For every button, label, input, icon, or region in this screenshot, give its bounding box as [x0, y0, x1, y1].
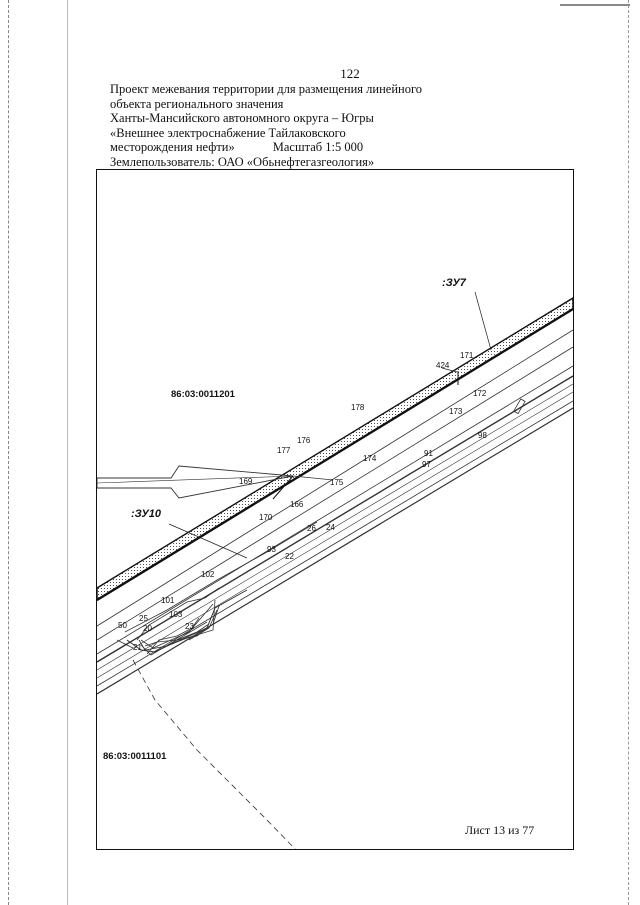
point-175: 175 [330, 478, 344, 487]
point-98: 98 [478, 431, 487, 440]
point-170: 170 [259, 513, 273, 522]
project-object: месторождения нефти» [110, 140, 235, 154]
point-178: 178 [351, 403, 365, 412]
access-wedge-axis [97, 475, 294, 484]
survey-map: 86:03:0011201 86:03:0011101 :ЗУ7 :ЗУ10 1… [97, 277, 573, 849]
point-171: 171 [460, 351, 474, 360]
boundary-line-lower [97, 307, 573, 602]
point-101: 101 [161, 596, 175, 605]
point-177: 177 [277, 446, 291, 455]
document-header: Проект межевания территории для размещен… [110, 82, 440, 169]
point-20: 20 [143, 624, 152, 633]
point-176: 176 [297, 436, 311, 445]
right-of-way-strip [97, 297, 573, 601]
road-corridor [97, 329, 573, 695]
point-102: 102 [201, 570, 215, 579]
zone-label-zu7: :ЗУ7 [442, 277, 467, 289]
header-line-3: Ханты-Мансийского автономного округа – Ю… [110, 111, 374, 125]
point-91: 91 [424, 449, 433, 458]
lot-boundary-166 [272, 475, 294, 500]
point-24: 24 [326, 523, 335, 532]
point-21: 21 [133, 643, 142, 652]
left-binding-line [67, 0, 68, 905]
header-line-4: «Внешнее электроснабжение Тайлаковского [110, 125, 346, 140]
point-50: 50 [118, 621, 127, 630]
point-424: 424 [436, 361, 450, 370]
point-26: 26 [307, 524, 316, 533]
point-173: 173 [449, 407, 463, 416]
map-frame: 86:03:0011201 86:03:0011101 :ЗУ7 :ЗУ10 1… [96, 169, 574, 850]
culvert [513, 398, 526, 415]
corner-mark [560, 4, 630, 6]
sheet-number: Лист 13 из 77 [465, 823, 535, 837]
point-97: 97 [422, 460, 431, 469]
cadastral-label-north: 86:03:0011201 [171, 389, 236, 400]
point-23: 23 [185, 622, 194, 631]
point-174: 174 [363, 454, 377, 463]
header-line-2: объекта регионального значения [110, 96, 284, 111]
point-25: 25 [139, 614, 148, 623]
point-172: 172 [473, 389, 487, 398]
header-line-1: Проект межевания территории для размещен… [110, 82, 423, 96]
leader-lines [168, 291, 492, 559]
page-number: 122 [340, 66, 360, 81]
point-169: 169 [239, 477, 253, 486]
point-103: 103 [169, 610, 183, 619]
header-line-6: Землепользователь: ОАО «Обьнефтегазгеоло… [110, 154, 375, 169]
point-166: 166 [290, 500, 304, 509]
access-wedge [97, 465, 294, 499]
cadastral-label-south: 86:03:0011101 [103, 751, 167, 762]
point-22: 22 [285, 552, 294, 561]
left-margin-line [8, 0, 9, 905]
point-93: 93 [267, 545, 276, 554]
right-margin-line [628, 0, 629, 905]
scale-label: Масштаб 1:5 000 [272, 140, 364, 154]
header-line-5: месторождения нефти» Масштаб 1:5 000 [110, 140, 440, 155]
zone-label-zu10: :ЗУ10 [131, 508, 162, 520]
pipeline-bend [126, 589, 248, 653]
access-link [292, 475, 334, 481]
pipeline-structures [116, 521, 318, 656]
